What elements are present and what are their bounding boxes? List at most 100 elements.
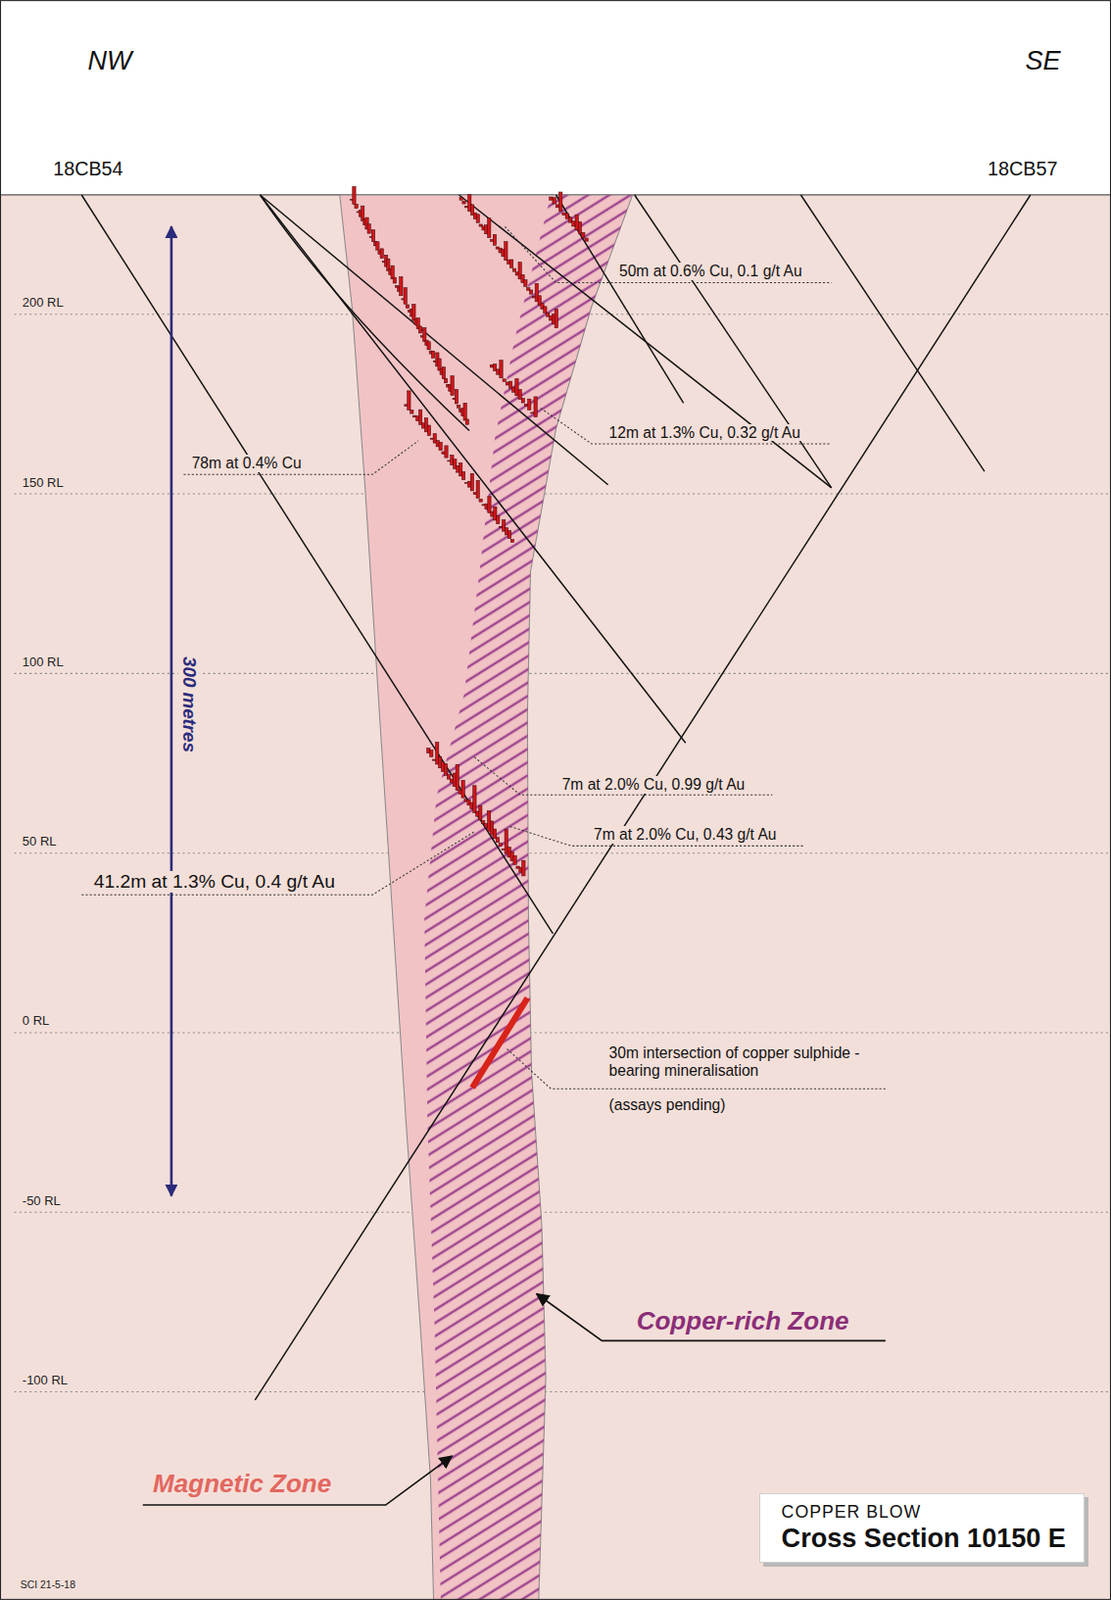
assay-bar — [443, 764, 447, 776]
assay-label: 7m at 2.0% Cu, 0.43 g/t Au — [591, 825, 779, 844]
assay-bar — [476, 214, 480, 223]
assay-label: 78m at 0.4% Cu — [190, 454, 304, 473]
assay-bar — [431, 350, 435, 358]
assay-bar — [454, 388, 458, 404]
assay-bar — [489, 364, 493, 368]
assay-bar — [524, 404, 528, 407]
assay-bar — [510, 539, 514, 543]
assay-bar — [496, 369, 500, 375]
rl-lines — [14, 314, 1111, 1393]
assay-bar — [410, 409, 414, 414]
assay-bar — [463, 402, 467, 421]
assay-bar — [515, 379, 519, 396]
assay-note: (assays pending) — [607, 1096, 728, 1114]
assay-bar — [461, 472, 465, 481]
pending-intersection — [472, 998, 528, 1089]
assay-bar — [487, 496, 491, 514]
zone-label: Magnetic Zone — [150, 1469, 334, 1499]
assay-bar — [555, 204, 559, 208]
assay-bar — [512, 386, 516, 392]
figure-code: SCI 21-5-18 — [20, 1579, 76, 1592]
assay-label: 50m at 0.6% Cu, 0.1 g/t Au — [617, 262, 805, 281]
assay-bar — [502, 379, 506, 383]
assay-bar — [578, 221, 581, 234]
rl-label: 150 RL — [20, 475, 66, 490]
rl-label: 200 RL — [20, 295, 66, 311]
assay-bar — [492, 234, 496, 245]
assay-bar — [380, 248, 384, 259]
assay-bar — [568, 217, 572, 223]
assay-bar — [487, 218, 491, 239]
rl-label: 50 RL — [20, 834, 59, 850]
assay-bar — [360, 205, 364, 221]
assay-bar — [549, 196, 553, 200]
assay-bar — [390, 265, 394, 280]
assay-bar — [513, 855, 517, 865]
rl-label: 0 RL — [20, 1014, 51, 1029]
assay-bar — [430, 749, 434, 757]
assay-bar — [476, 480, 480, 498]
assay-bar — [543, 306, 547, 314]
assay-bar — [446, 773, 450, 779]
rl-line — [14, 1211, 1111, 1213]
assay-bar — [461, 779, 465, 798]
assay-bar — [403, 288, 407, 305]
assay-bar — [367, 224, 371, 234]
assay-bar — [584, 238, 588, 242]
assay-label: 30m intersection of copper sulphide - be… — [607, 1044, 872, 1080]
magnetic-zone — [339, 194, 633, 1600]
assay-bar — [524, 280, 528, 288]
assay-bar — [575, 214, 579, 231]
assay-bar — [392, 277, 396, 284]
title-project: COPPER BLOW — [781, 1501, 1066, 1523]
assay-bar — [441, 367, 445, 380]
zone-label: Copper-rich Zone — [634, 1306, 852, 1337]
assay-bar — [521, 398, 525, 404]
rl-line — [14, 1391, 1111, 1393]
assay-bar — [352, 186, 356, 204]
assay-bar — [459, 197, 463, 201]
assay-bar — [507, 531, 511, 539]
assay-bar — [479, 805, 483, 821]
assay-bar — [354, 203, 358, 208]
assay-histograms — [350, 186, 589, 876]
copper-rich-zone — [424, 194, 632, 1600]
assay-bar — [518, 389, 522, 400]
assay-bar — [412, 304, 416, 322]
rl-line — [14, 1031, 1111, 1033]
assay-label: 41.2m at 1.3% Cu, 0.4 g/t Au — [92, 870, 338, 893]
assay-bar — [470, 473, 474, 491]
assay-bar — [554, 308, 558, 328]
title-box: COPPER BLOWCross Section 10150 E — [759, 1493, 1085, 1563]
hole-name: 18CB54 — [52, 156, 123, 180]
scale-arrow — [170, 226, 174, 1196]
assay-bar — [418, 409, 422, 425]
assay-bar — [473, 785, 477, 814]
assay-bar — [423, 327, 427, 341]
assay-bar — [407, 390, 411, 410]
assay-bar — [376, 241, 380, 250]
assay-bar — [479, 498, 483, 502]
assay-bar — [581, 232, 585, 238]
magnetic-zone-pointer — [143, 1455, 453, 1505]
ground — [0, 194, 1111, 1600]
assay-label: 7m at 2.0% Cu, 0.99 g/t Au — [560, 775, 748, 794]
assay-bar — [438, 441, 442, 450]
assay-bar — [418, 326, 422, 334]
assay-bar — [443, 378, 447, 384]
assay-bar — [495, 837, 499, 843]
rl-label: -50 RL — [20, 1193, 63, 1208]
scale-label: 300 metres — [178, 654, 200, 755]
assay-bar — [565, 213, 569, 220]
assay-bar — [562, 212, 566, 215]
rl-label: -100 RL — [20, 1372, 70, 1388]
assay-bar — [462, 200, 466, 204]
rl-label: 100 RL — [20, 654, 66, 670]
assay-bar — [522, 860, 526, 876]
assay-bar — [498, 843, 502, 847]
hole-name: 18CB57 — [987, 156, 1058, 180]
assay-bar — [508, 381, 512, 388]
